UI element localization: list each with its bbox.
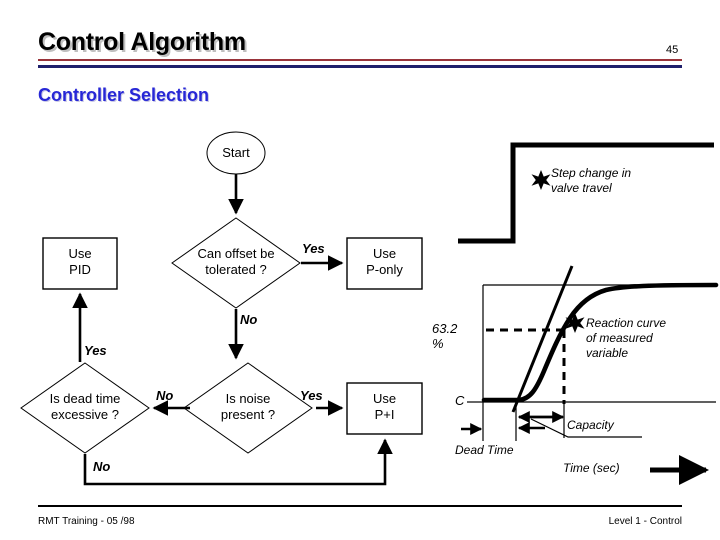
footer-right-text: Level 1 - Control [608,516,682,527]
node-offset-label: Can offset be tolerated ? [197,246,275,278]
footer-left-text: RMT Training - 05 /98 [38,516,135,527]
reaction-construction-lines [486,328,566,404]
dead-time-label: Dead Time [455,443,514,457]
step-change-annotation: Step change in valve travel [551,166,632,195]
page-number: 45 [666,44,679,56]
header-rule-red [38,59,682,61]
node-noise-label: Is noise present ? [220,391,276,423]
capacity-dimension [517,411,565,434]
time-axis-label: Time (sec) [563,461,620,475]
branch-label-offset-yes: Yes [302,241,325,256]
node-deadtime-label: Is dead time excessive ? [49,391,121,423]
reaction-baseline-c-label: C [455,393,465,408]
branch-label-deadtime-no: No [93,459,111,474]
star-icon-step-change [531,170,551,190]
reaction-63-2-percent-label: 63.2 % [432,321,458,351]
branch-label-noise-no: No [156,388,174,403]
node-p-plus-i-label: Use P+I [372,391,397,423]
reaction-curve-annotation: Reaction curve of measured variable [586,316,667,360]
page-title: Control Algorithm [38,28,246,56]
node-start-label: Start [222,145,250,160]
footer-rule [38,505,682,507]
page-subtitle: Controller Selection [38,85,210,105]
capacity-label: Capacity [567,418,614,432]
node-use-pid-label: Use PID [68,246,92,278]
edge-deadtime-no-loop [83,438,393,486]
star-icon-reaction-curve [565,313,585,333]
reaction-dimension-ticks [482,402,565,441]
node-p-only-label: Use P-only [366,246,403,278]
branch-label-offset-no: No [240,312,258,327]
reaction-tangent-line [511,265,574,413]
branch-label-noise-yes: Yes [300,388,323,403]
branch-label-deadtime-yes: Yes [84,343,107,358]
header-rule-navy [38,65,682,68]
